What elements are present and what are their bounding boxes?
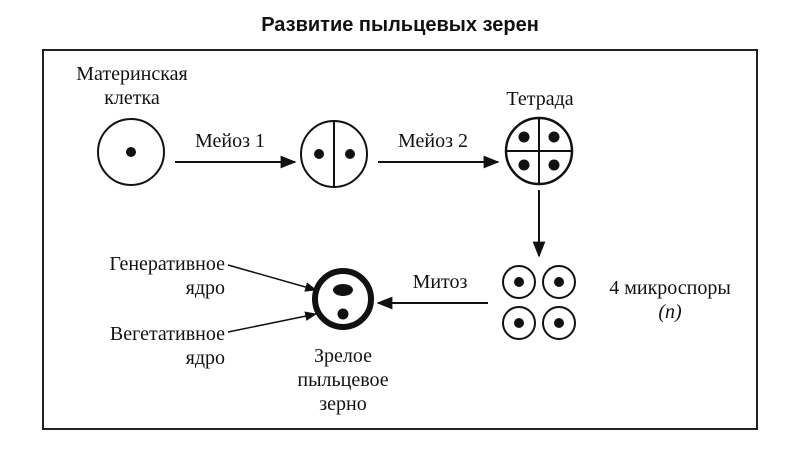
mature-pollen-label: Зрелое пыльцевое зерно	[268, 344, 418, 416]
vegetative-label-line1: Вегетативное	[109, 323, 225, 345]
mitosis-label: Митоз	[412, 271, 468, 293]
mature-pollen-label-line2: пыльцевое	[297, 369, 389, 391]
generative-nucleus	[333, 284, 353, 296]
vegetative-label-line2: ядро	[185, 347, 225, 369]
dyad-cell	[300, 120, 368, 188]
mother-cell-label-line2: клетка	[104, 87, 160, 109]
mature-pollen-label-line1: Зрелое	[314, 345, 372, 367]
mature-pollen-label-line3: зерно	[319, 393, 367, 415]
microspores-label: 4 микроспоры (n)	[580, 276, 760, 324]
mother-cell-nucleus	[126, 147, 136, 157]
mature-pollen-grain	[312, 268, 374, 330]
tetrad-label: Тетрада	[506, 88, 574, 110]
microspore	[502, 265, 536, 299]
microspores-label-line1: 4 микроспоры	[609, 277, 731, 299]
vegetative-pointer-arrow	[227, 311, 318, 333]
diagram-frame	[42, 49, 758, 430]
generative-label: Генеративное ядро	[40, 252, 225, 300]
microspore	[542, 265, 576, 299]
microspores-label-line2: (n)	[658, 301, 682, 323]
vegetative-label: Вегетативное ядро	[40, 322, 225, 370]
microspores	[502, 265, 576, 340]
generative-pointer-arrow	[227, 264, 318, 292]
mother-cell-label: Материнская клетка	[52, 62, 212, 110]
mother-cell	[97, 118, 165, 186]
meiosis2-label: Мейоз 2	[398, 130, 468, 152]
mother-cell-label-line1: Материнская	[76, 63, 188, 85]
microspore	[502, 306, 536, 340]
diagram-title: Развитие пыльцевых зерен	[261, 14, 539, 36]
microspore	[542, 306, 576, 340]
vegetative-nucleus	[337, 308, 349, 320]
tetrad-cell	[504, 116, 574, 186]
generative-label-line1: Генеративное	[109, 253, 225, 275]
generative-label-line2: ядро	[185, 277, 225, 299]
meiosis1-label: Мейоз 1	[195, 130, 265, 152]
